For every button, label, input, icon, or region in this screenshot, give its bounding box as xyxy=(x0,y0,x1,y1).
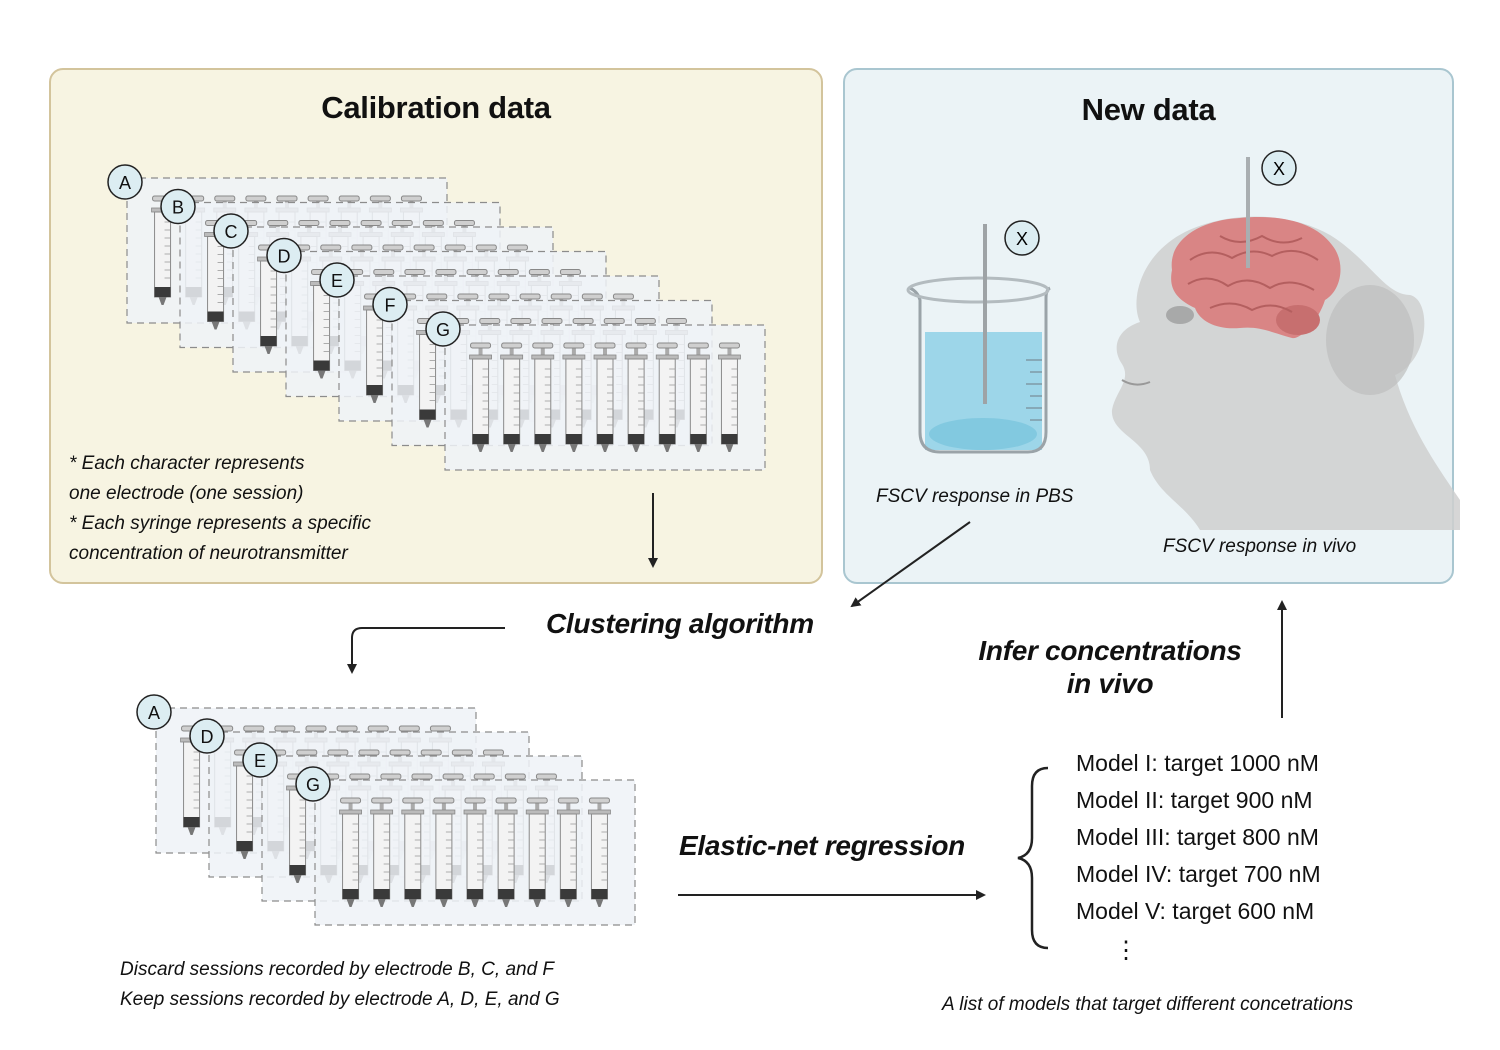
syringe-icon xyxy=(525,797,549,907)
pbs-to-clustering-arrow xyxy=(850,521,971,608)
electrode-label: B xyxy=(172,198,184,218)
electrode-card xyxy=(314,779,636,926)
calibration-notes: * Each character represents one electrod… xyxy=(69,449,371,569)
electrode-label-circle: E xyxy=(319,262,355,298)
model-item: Model I: target 1000 nM xyxy=(1076,750,1319,776)
syringe-icon xyxy=(655,342,679,452)
pbs-caption: FSCV response in PBS xyxy=(876,486,1074,507)
electrode-label-circle: G xyxy=(295,766,331,802)
model-item: Model IV: target 700 nM xyxy=(1076,861,1321,887)
electrode-label: E xyxy=(331,271,343,291)
electrode-card xyxy=(444,324,766,471)
syringe-icon xyxy=(686,342,710,452)
infer-label: Infer concentrations in vivo xyxy=(960,634,1260,700)
models-brace xyxy=(1017,766,1049,950)
kept-note-line: Keep sessions recorded by electrode A, D… xyxy=(120,989,560,1010)
models-ellipsis: ⋮ xyxy=(1114,937,1138,964)
electrode-label-circle: F xyxy=(372,286,408,323)
beaker-electrode-label: X xyxy=(1016,229,1028,249)
calibration-syringe-stack: A B C D E F G xyxy=(107,164,766,471)
electrode-label-circle: B xyxy=(160,188,196,225)
infer-label-line: in vivo xyxy=(1066,668,1154,699)
syringe-icon xyxy=(401,797,425,907)
electrode-label: G xyxy=(436,320,450,340)
electrode-label-circle: E xyxy=(242,742,278,778)
clustering-label: Clustering algorithm xyxy=(546,608,814,639)
electrode-label: E xyxy=(254,751,266,771)
electrode-label: C xyxy=(225,222,238,242)
model-item: Model V: target 600 nM xyxy=(1076,898,1315,924)
calibration-note-line: one electrode (one session) xyxy=(69,483,304,504)
electrode-label-circle: D xyxy=(189,718,225,754)
calibration-title: Calibration data xyxy=(321,90,551,125)
syringe-icon xyxy=(339,797,362,907)
electrode-label-circle: A xyxy=(107,164,143,200)
syringe-icon xyxy=(370,797,394,907)
new-data-title: New data xyxy=(1081,92,1216,127)
electrode-label-circle: D xyxy=(266,237,302,274)
syringe-icon xyxy=(463,797,487,907)
vivo-caption: FSCV response in vivo xyxy=(1163,536,1357,557)
electrode-label-circle: A xyxy=(136,694,172,730)
calibration-note-line: * Each syringe represents a specific xyxy=(69,513,372,534)
electrode-label: D xyxy=(201,727,214,747)
electrode-label-circle: C xyxy=(213,213,249,249)
syringe-icon xyxy=(593,342,617,452)
clustering-to-kept-arrow xyxy=(347,627,505,674)
brain-electrode-label: X xyxy=(1273,159,1285,179)
electrode-label: A xyxy=(148,703,160,723)
electrode-label: G xyxy=(306,775,320,795)
kept-syringe-stack: A D E G xyxy=(136,694,636,926)
syringe-icon xyxy=(500,342,524,452)
kept-notes: Discard sessions recorded by electrode B… xyxy=(120,955,560,1015)
model-item: Model III: target 800 nM xyxy=(1076,824,1319,850)
syringe-icon xyxy=(494,797,518,907)
syringe-icon xyxy=(718,342,741,452)
electrode-label: D xyxy=(278,247,291,267)
beaker-electrode-marker: X xyxy=(1004,220,1040,256)
model-item: Model II: target 900 nM xyxy=(1076,787,1313,813)
syringe-icon xyxy=(556,797,580,907)
electrode-label: A xyxy=(119,173,131,193)
syringe-icon xyxy=(588,797,611,907)
syringe-icon xyxy=(562,342,586,452)
elastic-net-label: Elastic-net regression xyxy=(679,830,965,861)
syringe-icon xyxy=(531,342,555,452)
syringe-icon xyxy=(469,342,492,452)
syringe-icon xyxy=(432,797,456,907)
calibration-note-line: * Each character represents xyxy=(69,453,305,474)
electrode-label-circle: G xyxy=(425,311,461,347)
calibration-note-line: concentration of neurotransmitter xyxy=(69,543,348,564)
electrode-label: F xyxy=(385,296,396,316)
infer-label-line: Infer concentrations xyxy=(978,635,1242,666)
brain-electrode-marker: X xyxy=(1261,150,1297,186)
brain-icon xyxy=(1171,217,1341,339)
kept-note-line: Discard sessions recorded by electrode B… xyxy=(120,959,555,980)
beaker-icon xyxy=(906,276,1051,454)
models-caption: A list of models that target different c… xyxy=(942,994,1354,1015)
syringe-icon xyxy=(624,342,648,452)
